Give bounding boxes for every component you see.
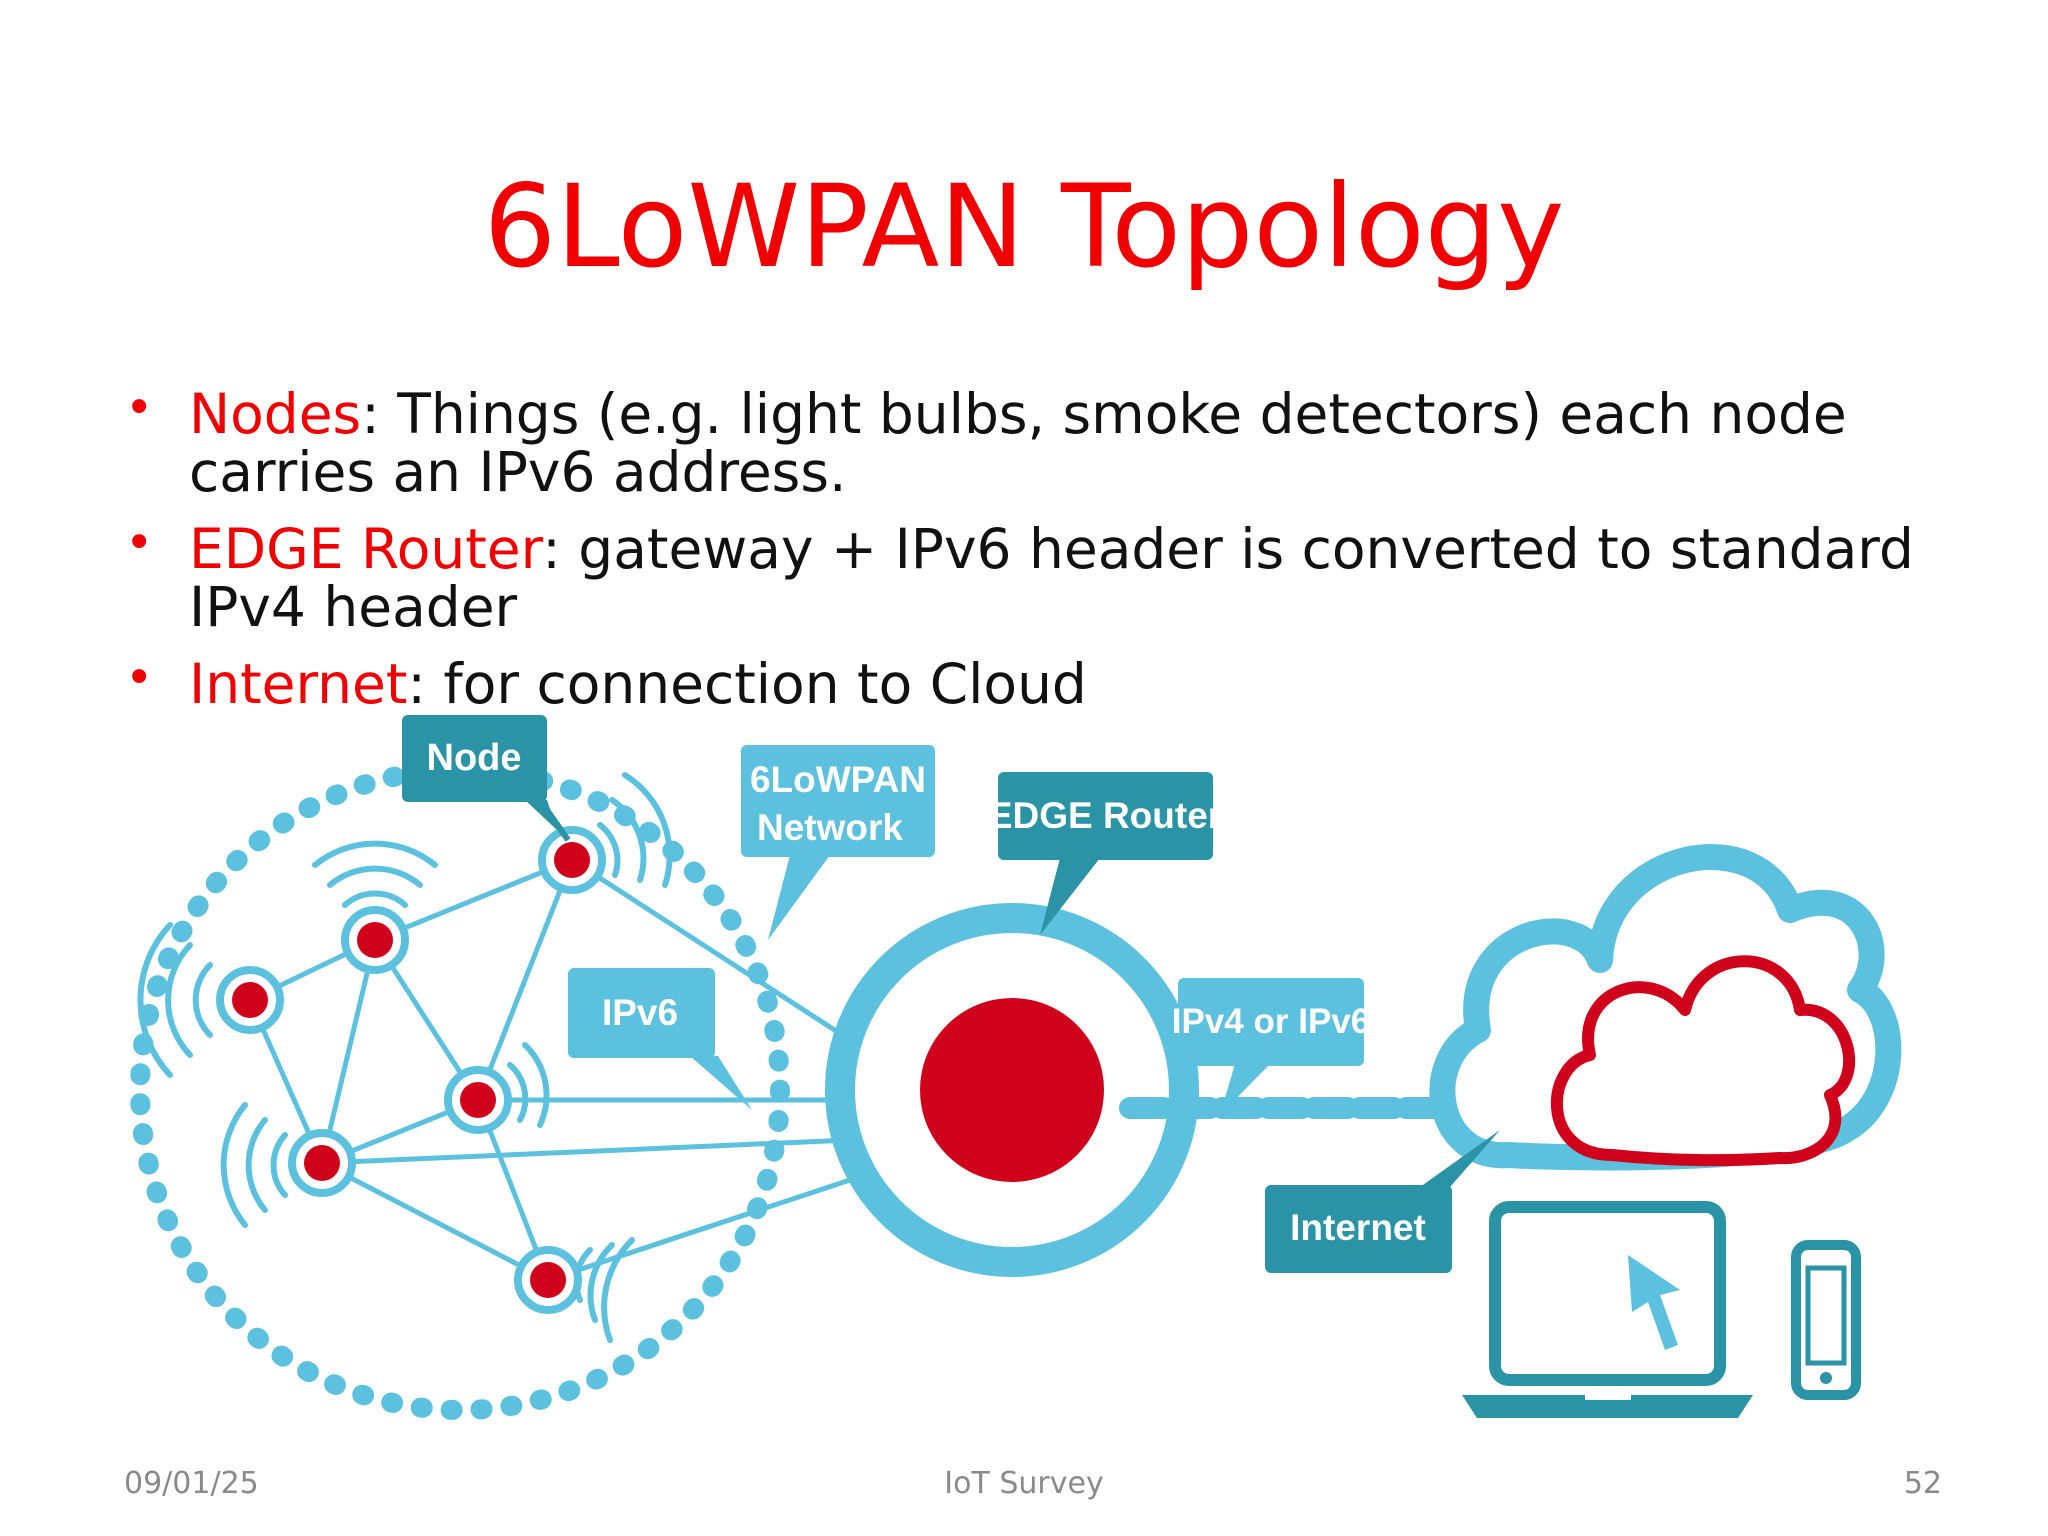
slide-title: 6LoWPAN Topology [483,160,1565,293]
bullet-term: Nodes [189,382,362,446]
callout-ipv4-or-ipv6: IPv4 or IPv6 [1172,978,1370,1115]
callout-ipv6: IPv6 [568,968,752,1110]
cursor-icon [1628,1255,1680,1350]
bullet-text: : Things (e.g. light bulbs, smoke detect… [189,382,1847,504]
callout-internet: Internet [1265,1130,1500,1273]
red-cloud-icon [1550,955,1856,1167]
mesh-nodes [216,826,606,1314]
label-edge-router: EDGE Router [988,795,1222,836]
label-ipv6: IPv6 [602,992,678,1033]
signal-waves [137,772,673,1343]
mesh-node [444,1066,512,1134]
bullet-edge-router: • EDGE Router: gateway + IPv6 header is … [125,515,1925,639]
label-internet: Internet [1290,1207,1426,1248]
bullet-internet: • Internet: for connection to Cloud [125,650,1925,716]
callout-edge-router: EDGE Router [988,772,1222,935]
label-ipv4-or-ipv6: IPv4 or IPv6 [1172,1002,1370,1041]
footer-title: IoT Survey [944,1466,1104,1501]
bullet-nodes: • Nodes: Things (e.g. light bulbs, smoke… [125,380,1925,504]
mesh-node [514,1246,582,1314]
mesh-node [538,826,606,894]
bullet-dot: • [125,515,154,571]
label-network-line2: Network [757,807,903,848]
callout-network: 6LoWPAN Network [741,745,935,940]
footer-date: 09/01/25 [124,1466,259,1501]
edge-router-icon [825,903,1199,1277]
bullet-text: : for connection to Cloud [407,652,1087,716]
mesh-node [288,1129,356,1197]
phone-icon [1791,1240,1861,1400]
footer-page-number: 52 [1903,1466,1942,1501]
laptop-icon [1462,1201,1753,1418]
bullet-text: : gateway + IPv6 header is converted to … [189,517,1914,639]
label-node: Node [427,737,522,779]
mesh-node [216,966,284,1034]
label-network-line1: 6LoWPAN [750,759,926,800]
bullet-term: EDGE Router [189,517,543,581]
mesh-node [341,906,409,974]
bullet-list: • Nodes: Things (e.g. light bulbs, smoke… [125,380,1925,732]
bullet-term: Internet [189,652,408,716]
bullet-dot: • [125,650,154,706]
callout-node: Node [402,715,571,842]
bullet-dot: • [125,380,154,436]
